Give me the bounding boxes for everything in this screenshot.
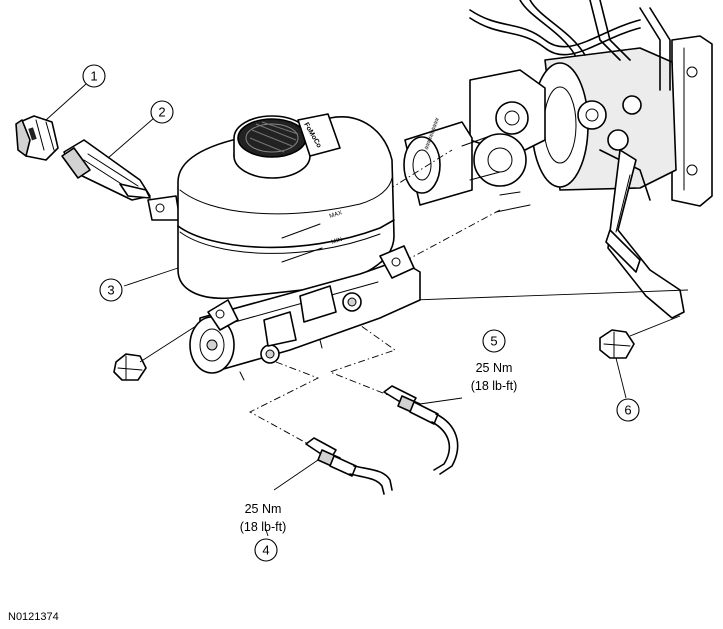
fluid-level-sensor-2 <box>61 139 151 201</box>
callout-5-torque-nm: 25 Nm <box>476 361 513 375</box>
max-mark: MAX <box>329 210 343 220</box>
min-mark: MIN <box>331 237 343 246</box>
callout-3-number: 3 <box>107 283 114 298</box>
callout-4-number: 4 <box>262 543 269 558</box>
callout-6-number: 6 <box>624 403 631 418</box>
mounting-nut-6 <box>599 315 681 359</box>
callout-leaders <box>45 83 627 537</box>
master-cylinder-reservoir-3: MAX MIN FoMoCo <box>147 113 421 381</box>
callout-1-number: 1 <box>90 69 97 84</box>
callout-1: 1 <box>82 64 106 88</box>
brake-booster-assembly: ########## <box>403 0 713 319</box>
callout-2-number: 2 <box>158 105 165 120</box>
callout-4-torque-lbft: (18 lb-ft) <box>240 520 287 534</box>
figure-id: N0121374 <box>8 611 59 623</box>
brake-line-5 <box>383 385 459 475</box>
callout-5-torque-lbft: (18 lb-ft) <box>471 379 518 393</box>
callout-2: 2 <box>150 100 174 124</box>
mounting-nut-left <box>113 325 197 381</box>
callout-3: 3 <box>99 278 123 302</box>
callout-6: 6 <box>616 398 640 422</box>
electrical-connector-1 <box>15 115 59 161</box>
callout-5: 5 25 Nm (18 lb-ft) <box>471 329 518 393</box>
callout-5-number: 5 <box>490 334 497 349</box>
brake-line-4 <box>305 437 393 495</box>
callout-4-torque-nm: 25 Nm <box>245 502 282 516</box>
callout-4: 25 Nm (18 lb-ft) 4 <box>240 502 287 562</box>
reservoir-cap: FoMoCo <box>233 113 341 179</box>
